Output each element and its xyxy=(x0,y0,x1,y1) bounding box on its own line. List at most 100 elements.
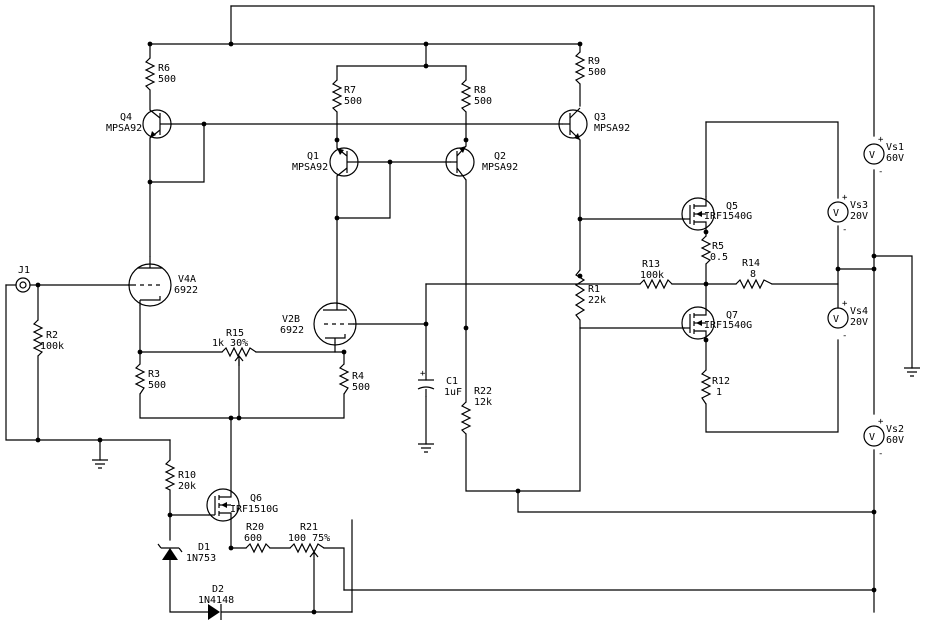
label-q7-value: IRF1540G xyxy=(704,320,752,331)
label-r22-name: R22 xyxy=(474,386,492,397)
svg-text:+: + xyxy=(878,417,884,427)
ground-icon xyxy=(904,367,920,377)
ground-symbols xyxy=(92,367,920,469)
label-v4a-value: 6922 xyxy=(174,285,198,296)
ground-icon xyxy=(92,459,108,469)
component-labels: J1 R2 100k R6 500 R7 500 R8 500 R9 500 Q… xyxy=(18,56,904,606)
label-q6-name: Q6 xyxy=(250,493,262,504)
svg-text:-: - xyxy=(842,225,847,235)
label-q4-value: MPSA92 xyxy=(106,123,142,134)
ground-icon xyxy=(418,443,434,453)
label-r2-name: R2 xyxy=(46,330,58,341)
label-r1-value: 22k xyxy=(588,295,606,306)
label-vs2-value: 60V xyxy=(886,435,904,446)
label-r4-value: 500 xyxy=(352,382,370,393)
label-q5-value: IRF1540G xyxy=(704,211,752,222)
svg-text:-: - xyxy=(842,331,847,341)
triode-v2b xyxy=(313,302,357,346)
label-d1-value: 1N753 xyxy=(186,553,216,564)
source-vs2: V + - xyxy=(863,417,885,459)
svg-text:V: V xyxy=(869,150,875,161)
resistor-r10 xyxy=(164,459,176,491)
svg-text:V: V xyxy=(869,432,875,443)
jack-j1 xyxy=(15,277,39,293)
r21-wiper xyxy=(309,551,319,560)
transistor-q3 xyxy=(558,107,588,141)
label-q6-value: IRF1510G xyxy=(230,504,278,515)
transistor-q4 xyxy=(142,109,172,139)
label-r6-value: 500 xyxy=(158,74,176,85)
diode-d2 xyxy=(208,604,222,620)
resistor-r7 xyxy=(331,79,343,113)
label-r7-value: 500 xyxy=(344,96,362,107)
label-vs4-value: 20V xyxy=(850,317,868,328)
label-c1-name: C1 xyxy=(446,376,458,387)
label-v2b-name: V2B xyxy=(282,314,300,325)
label-vs1-name: Vs1 xyxy=(886,142,904,153)
label-v4a-name: V4A xyxy=(178,274,196,285)
resistor-r6 xyxy=(144,57,156,91)
label-vs2-name: Vs2 xyxy=(886,424,904,435)
resistor-r22 xyxy=(460,401,472,435)
label-r3-value: 500 xyxy=(148,380,166,391)
label-r20-name: R20 xyxy=(246,522,264,533)
label-r12-value: 1 xyxy=(716,387,722,398)
svg-text:+: + xyxy=(420,369,426,379)
label-q1-name: Q1 xyxy=(307,151,319,162)
capacitor-c1: + xyxy=(417,369,435,397)
label-v2b-value: 6922 xyxy=(280,325,304,336)
label-r2-value: 100k xyxy=(40,341,64,352)
label-d1-name: D1 xyxy=(198,542,210,553)
svg-text:-: - xyxy=(878,167,883,177)
label-r21-value: 100 75% xyxy=(288,533,330,544)
resistor-r21 xyxy=(289,542,325,554)
resistor-r4 xyxy=(338,363,350,395)
label-r15-name: R15 xyxy=(226,328,244,339)
label-q4-name: Q4 xyxy=(120,112,132,123)
svg-text:+: + xyxy=(878,135,884,145)
mosfet-q7 xyxy=(681,306,715,340)
label-r15-value: 1k 30% xyxy=(212,338,248,349)
mosfet-q5 xyxy=(681,196,715,232)
resistor-r20 xyxy=(245,542,271,554)
r15-wiper xyxy=(234,355,244,366)
label-r4-name: R4 xyxy=(352,371,364,382)
label-r6-name: R6 xyxy=(158,63,170,74)
label-q5-name: Q5 xyxy=(726,201,738,212)
label-q3-value: MPSA92 xyxy=(594,123,630,134)
resistor-r2 xyxy=(32,319,44,357)
label-d2-value: 1N4148 xyxy=(198,595,234,606)
label-r10-value: 20k xyxy=(178,481,196,492)
label-c1-value: 1uF xyxy=(444,387,462,398)
transistor-q2 xyxy=(445,145,475,181)
resistor-r15 xyxy=(221,346,257,358)
label-r10-name: R10 xyxy=(178,470,196,481)
label-j1: J1 xyxy=(18,265,30,276)
mosfet-q6 xyxy=(206,488,240,522)
resistor-r13 xyxy=(639,278,673,290)
source-vs4: V + - xyxy=(827,299,849,341)
svg-text:+: + xyxy=(842,299,848,309)
source-vs1: V + - xyxy=(863,135,885,177)
svg-text:+: + xyxy=(842,193,848,203)
label-r20-value: 600 xyxy=(244,533,262,544)
svg-text:V: V xyxy=(833,314,839,325)
label-r5-name: R5 xyxy=(712,241,724,252)
transistor-q1 xyxy=(329,147,360,177)
resistor-r1 xyxy=(574,269,586,321)
triode-v4a xyxy=(128,256,172,307)
label-q3-name: Q3 xyxy=(594,112,606,123)
label-r7-name: R7 xyxy=(344,85,356,96)
resistors xyxy=(32,51,773,560)
label-r14-name: R14 xyxy=(742,258,760,269)
label-vs4-name: Vs4 xyxy=(850,306,868,317)
label-r13-value: 100k xyxy=(640,270,664,281)
label-r22-value: 12k xyxy=(474,397,492,408)
label-r3-name: R3 xyxy=(148,369,160,380)
label-r5-value: 0.5 xyxy=(710,252,728,263)
label-q1-value: MPSA92 xyxy=(292,162,328,173)
resistor-r8 xyxy=(460,79,472,113)
source-vs3: V + - xyxy=(827,193,849,235)
svg-text:V: V xyxy=(833,208,839,219)
